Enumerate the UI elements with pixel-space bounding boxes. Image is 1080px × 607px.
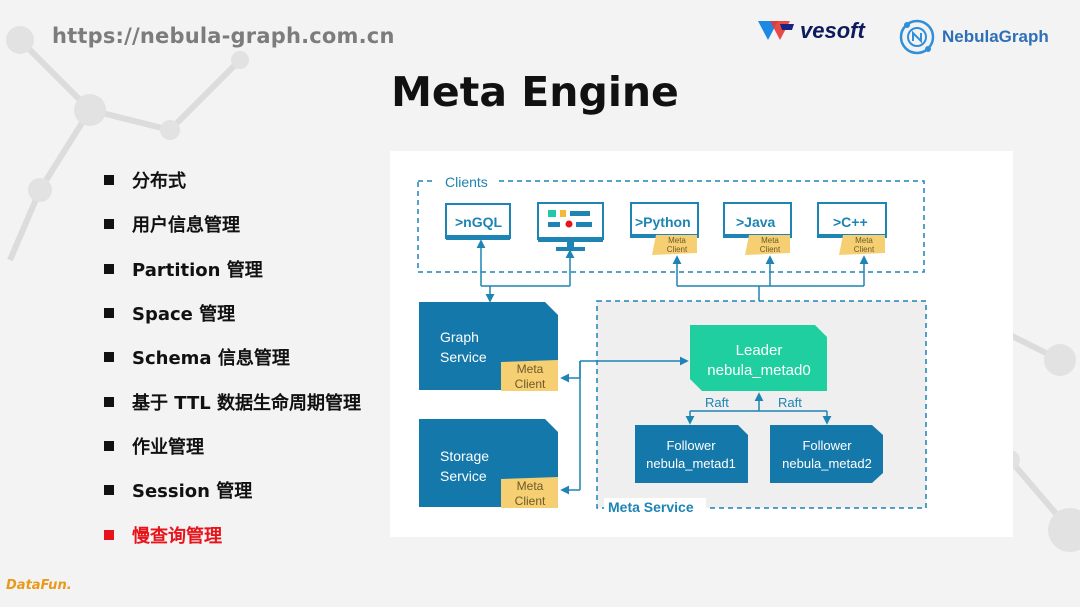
- follower1-node: [635, 425, 748, 483]
- feature-item: Schema 信息管理: [104, 335, 361, 379]
- bullet-square-icon: [104, 175, 114, 186]
- meta-client-tag-label: Client: [854, 245, 875, 254]
- vesoft-logo: vesoft: [756, 18, 865, 44]
- graph-service-label: Graph: [440, 329, 479, 345]
- client-ngql-box: [445, 203, 511, 239]
- follower1-id: nebula_metad1: [646, 456, 736, 471]
- meta-client-connectors: [560, 356, 689, 495]
- client-ngql-label: >nGQL: [455, 214, 503, 230]
- meta-client-tag-label: Client: [760, 245, 781, 254]
- follower2-label: Follower: [802, 438, 852, 453]
- bullet-square-icon: [104, 308, 114, 319]
- storage-service-label: Storage: [440, 448, 489, 464]
- client-cpp-label: >C++: [833, 214, 868, 230]
- feature-item: Partition 管理: [104, 247, 361, 291]
- feature-list: 分布式 用户信息管理 Partition 管理 Space 管理 Schema …: [104, 158, 361, 557]
- feature-label: Session 管理: [132, 481, 253, 503]
- feature-label: 分布式: [132, 171, 186, 193]
- feature-item: 用户信息管理: [104, 202, 361, 246]
- meta-client-label: Meta: [517, 362, 544, 376]
- feature-item: Space 管理: [104, 291, 361, 335]
- clients-group-border: [417, 180, 925, 273]
- follower1-label: Follower: [666, 438, 716, 453]
- raft-label-right: Raft: [778, 395, 802, 410]
- feature-item: 基于 TTL 数据生命周期管理: [104, 379, 361, 423]
- bullet-square-icon: [104, 352, 114, 363]
- vesoft-wordmark: vesoft: [800, 18, 865, 43]
- client-cpp-box: [817, 202, 887, 238]
- client-java-label: >Java: [736, 214, 776, 230]
- client-java-box: [723, 202, 792, 238]
- meta-client-tag-label: Meta: [668, 236, 686, 245]
- bullet-square-icon: [104, 440, 114, 451]
- graph-service-label: Service: [440, 349, 487, 365]
- storage-service-label: Service: [440, 468, 487, 484]
- meta-client-tag-label: Client: [667, 245, 688, 254]
- bullet-square-icon: [104, 219, 114, 230]
- bullet-square-icon: [104, 396, 114, 407]
- meta-client-label: Client: [515, 494, 546, 508]
- meta-client-label: Meta: [517, 479, 544, 493]
- nebula-mark-icon: [899, 19, 935, 55]
- nebula-wordmark: NebulaGraph: [942, 27, 1049, 46]
- raft-connectors: [685, 392, 832, 425]
- feature-item: Session 管理: [104, 468, 361, 512]
- follower2-id: nebula_metad2: [782, 456, 872, 471]
- feature-label: 基于 TTL 数据生命周期管理: [132, 392, 361, 414]
- datafun-logo: DataFun.: [6, 578, 72, 593]
- studio-monitor-icon: [537, 202, 604, 251]
- architecture-diagram: Clients >nGQL >Python Meta Client >Java …: [417, 174, 927, 515]
- client-python-label: >Python: [635, 214, 691, 230]
- feature-item: 分布式: [104, 158, 361, 202]
- raft-label-left: Raft: [705, 395, 729, 410]
- clients-group-label: Clients: [445, 174, 488, 190]
- architecture-diagram-panel: Clients >nGQL >Python Meta Client >Java …: [390, 151, 1013, 537]
- bullet-square-icon: [104, 263, 114, 274]
- feature-item: 作业管理: [104, 424, 361, 468]
- meta-client-tag-label: Meta: [761, 236, 779, 245]
- follower2-node: [770, 425, 883, 483]
- feature-label: Schema 信息管理: [132, 348, 290, 370]
- feature-label: Partition 管理: [132, 259, 263, 281]
- leader-label: Leader: [736, 342, 783, 359]
- leader-id: nebula_metad0: [707, 362, 810, 379]
- meta-client-tag-label: Meta: [855, 236, 873, 245]
- meta-service-label: Meta Service: [608, 499, 694, 515]
- bullet-square-icon: [104, 529, 114, 540]
- bullet-square-icon: [104, 485, 114, 496]
- feature-item-highlighted: 慢查询管理: [104, 512, 361, 556]
- site-url: https://nebula-graph.com.cn: [52, 24, 395, 48]
- feature-label: 用户信息管理: [132, 215, 240, 237]
- nebulagraph-logo: NebulaGraph: [898, 18, 1049, 56]
- meta-client-label: Client: [515, 377, 546, 391]
- feature-label: Space 管理: [132, 304, 236, 326]
- vesoft-mark-icon: [758, 21, 794, 40]
- leader-node: [690, 325, 827, 391]
- page-title: Meta Engine: [391, 68, 679, 116]
- feature-label: 慢查询管理: [132, 525, 222, 547]
- feature-label: 作业管理: [132, 436, 204, 458]
